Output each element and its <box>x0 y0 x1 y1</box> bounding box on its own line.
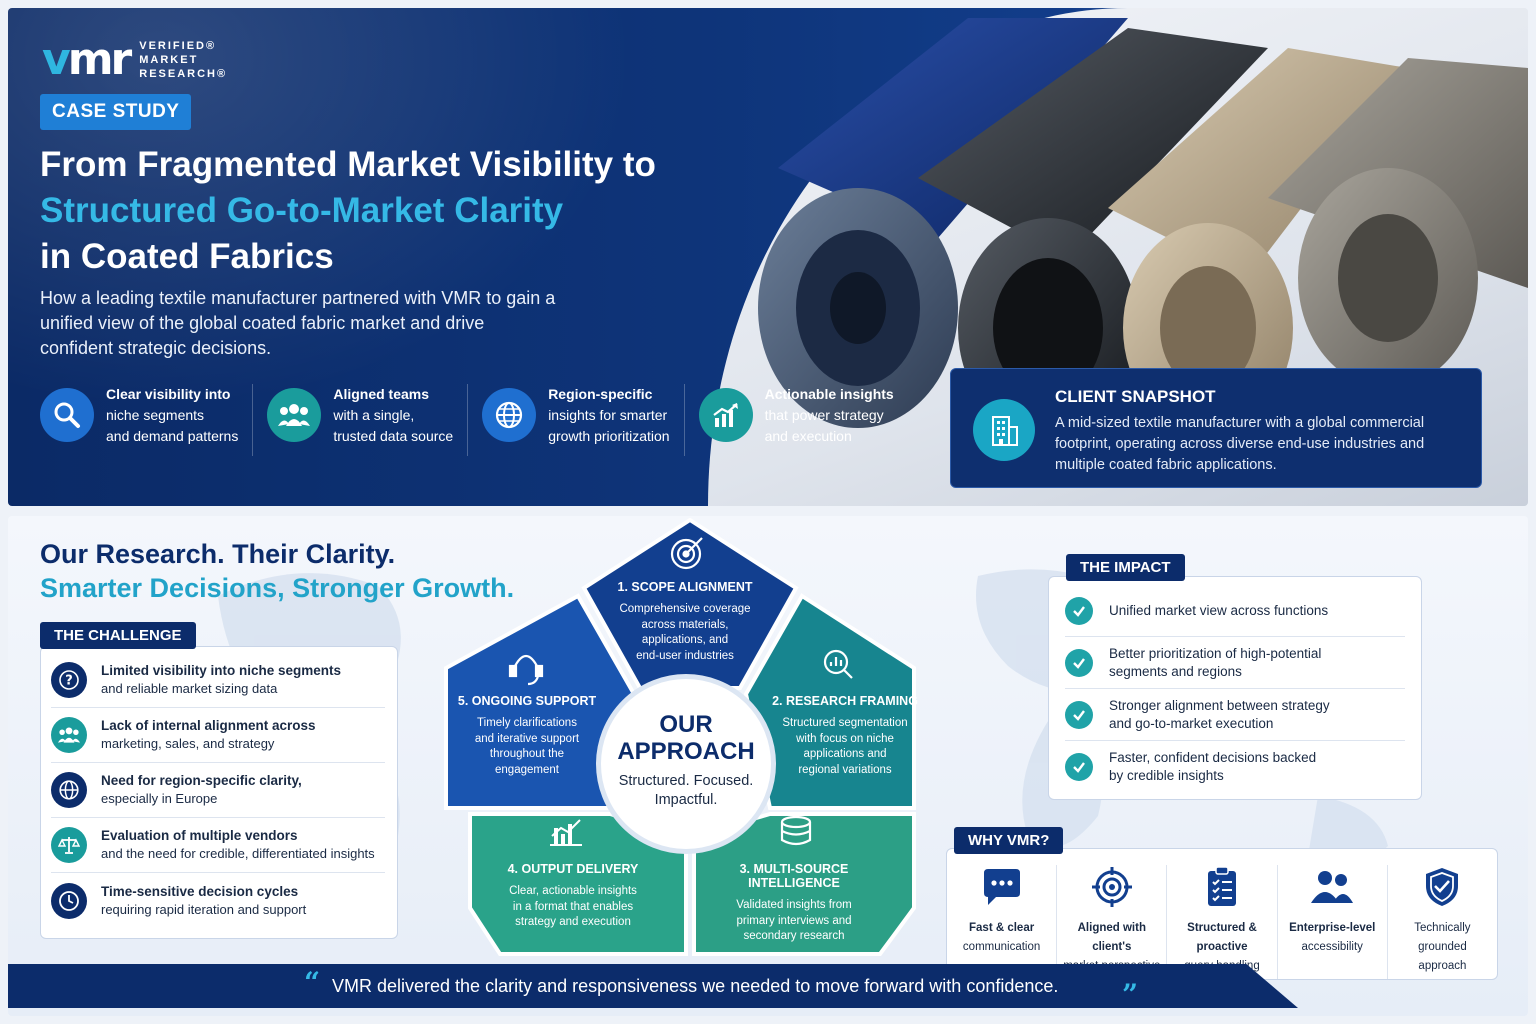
impact-tag: THE IMPACT <box>1066 554 1185 581</box>
approach-step-5: 5. ONGOING SUPPORT Timely clarifications… <box>457 694 597 776</box>
case-study-badge: CASE STUDY <box>40 94 192 130</box>
search-icon <box>40 388 94 442</box>
check-icon <box>1065 753 1093 781</box>
approach-segment-support <box>444 593 637 810</box>
question-icon: ? <box>51 662 87 698</box>
approach-step-2: 2. RESEARCH FRAMING Structured segmentat… <box>772 694 918 776</box>
why-item: Structured & proactivequery handling <box>1167 865 1278 979</box>
why-vmr-tag: WHY VMR? <box>954 827 1064 854</box>
check-icon <box>1065 596 1093 625</box>
clock-icon <box>51 882 87 919</box>
page-title: From Fragmented Market Visibility to Str… <box>40 145 656 276</box>
fabric-rolls-illustration <box>758 18 1528 438</box>
globe-icon <box>482 388 537 442</box>
chat-icon <box>947 865 1056 909</box>
approach-step-3: 3. MULTI-SOURCE INTELLIGENCE Validated i… <box>736 862 852 942</box>
approach-step-4: 4. OUTPUT DELIVERY Clear, actionable ins… <box>507 862 639 928</box>
client-snapshot-card: CLIENT SNAPSHOT A mid-sized textile manu… <box>950 368 1482 488</box>
quote-open-icon: “ <box>304 966 321 999</box>
users-icon <box>1278 865 1387 909</box>
hero-banner: vmr VERIFIED® MARKET RESEARCH® CASE STUD… <box>8 8 1528 506</box>
approach-step-1: 1. SCOPE ALIGNMENT Comprehensive coverag… <box>617 580 753 662</box>
client-snapshot-text: A mid-sized textile manufacturer with a … <box>1055 415 1425 473</box>
approach-center: OUR APPROACH Structured. Focused. Impact… <box>596 674 776 854</box>
building-icon <box>973 399 1035 461</box>
fabric-rolls-photo <box>708 8 1528 506</box>
hero-glow <box>8 8 768 506</box>
approach-segment-output <box>468 812 688 956</box>
challenge-panel: ? Limited visibility into niche segments… <box>40 646 398 939</box>
approach-segment-framing <box>743 593 916 810</box>
challenge-item: ? Limited visibility into niche segments… <box>51 653 385 708</box>
page-subtitle: How a leading textile manufacturer partn… <box>40 288 556 358</box>
svg-text:?: ? <box>65 674 73 689</box>
vmr-logo-mark: vmr <box>42 34 132 85</box>
globe-icon <box>51 772 87 808</box>
scale-icon <box>51 827 87 863</box>
team-icon <box>51 717 87 753</box>
headset-icon <box>508 654 544 686</box>
bar-chart-icon <box>550 819 582 846</box>
magnifier-chart-icon <box>823 649 853 679</box>
check-icon <box>1065 648 1093 677</box>
section-tagline: Our Research. Their Clarity. Smarter Dec… <box>40 539 515 603</box>
quote-close-icon: ” <box>1122 978 1139 1011</box>
challenge-item: Need for region-specific clarity,especia… <box>51 763 385 818</box>
testimonial-quote: VMR delivered the clarity and responsive… <box>332 976 1059 996</box>
target-icon <box>1057 865 1166 909</box>
approach-diagram <box>444 518 916 956</box>
vmr-logo: vmr VERIFIED® MARKET RESEARCH® <box>42 38 227 82</box>
check-icon <box>1065 700 1093 729</box>
checklist-icon <box>1167 865 1276 909</box>
challenge-tag: THE CHALLENGE <box>40 622 196 649</box>
team-icon <box>267 388 322 442</box>
client-snapshot-title: CLIENT SNAPSHOT <box>1055 387 1216 406</box>
impact-panel: Unified market view across functions Bet… <box>1048 576 1422 800</box>
vmr-logo-text: VERIFIED® MARKET RESEARCH® <box>139 40 228 80</box>
shield-icon <box>1388 865 1497 909</box>
testimonial-bar <box>8 964 1298 1008</box>
database-icon <box>780 815 812 846</box>
target-icon <box>670 537 703 570</box>
chart-icon <box>698 388 753 442</box>
impact-item: Unified market view across functions <box>1065 585 1405 637</box>
